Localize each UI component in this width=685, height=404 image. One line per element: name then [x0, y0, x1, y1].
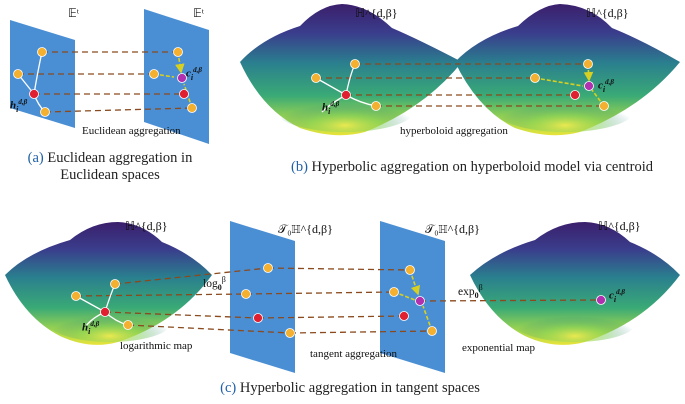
neighbor-node	[187, 103, 197, 113]
node-label-h: hid,β	[322, 100, 340, 116]
neighbor-node	[13, 69, 23, 79]
neighbor-node	[40, 107, 50, 117]
center-node	[399, 311, 409, 321]
stage-label-log: logarithmic map	[120, 340, 193, 352]
centroid-label-c: cid,β	[598, 78, 614, 94]
tangent-plane-2	[380, 221, 445, 373]
correspondence-lines	[75, 267, 602, 334]
space-label-c1: ℍ^{d,β}	[125, 219, 168, 233]
centroid-node	[584, 81, 594, 91]
neighbor-node	[37, 47, 47, 57]
process-label-a: Euclidean aggregation	[82, 125, 181, 137]
panel-a	[10, 9, 209, 144]
node-label-h: hid,β	[82, 320, 100, 336]
caption-a: (a) Euclidean aggregation in Euclidean s…	[27, 150, 193, 183]
neighbor-node	[149, 69, 159, 79]
correspondence-lines	[18, 51, 193, 113]
caption-c: (c) Hyperbolic aggregation in tangent sp…	[220, 380, 480, 396]
centroid-node	[596, 295, 606, 305]
stage-label-exp: exponential map	[462, 342, 536, 354]
panel-c	[5, 221, 680, 373]
space-label-euclidean-left: 𝔼ᵗ	[68, 6, 80, 20]
center-node	[179, 89, 189, 99]
neighbor-node	[241, 289, 251, 299]
center-node	[29, 89, 39, 99]
log-map-label: log0β	[203, 275, 226, 293]
tangent-plane-1	[230, 221, 295, 373]
space-label-c4: ℍ^{d,β}	[598, 219, 641, 233]
neighbor-node	[371, 101, 381, 111]
stage-label-tangent: tangent aggregation	[310, 348, 398, 360]
centroid-label-c: cid,β	[609, 288, 625, 304]
center-node	[341, 90, 351, 100]
space-label-euclidean-right: 𝔼ᵗ	[193, 6, 205, 20]
center-node	[253, 313, 263, 323]
neighbor-node	[530, 73, 540, 83]
correspondence-lines	[316, 63, 604, 107]
space-label-hyperboloid-left: ℍ^{d,β}	[355, 6, 398, 20]
space-label-c3: 𝒯₀ℍ^{d,β}	[425, 222, 480, 236]
neighbor-node	[123, 320, 133, 330]
panel-b	[240, 4, 680, 136]
neighbor-node	[389, 287, 399, 297]
surface-highlight	[495, 88, 635, 132]
space-label-hyperboloid-right: ℍ^{d,β}	[586, 6, 629, 20]
centroid-label-c: cid,β	[186, 66, 202, 82]
surface-highlight	[513, 302, 637, 342]
neighbor-node	[71, 291, 81, 301]
neighbor-node	[427, 326, 437, 336]
neighbor-node	[110, 279, 120, 289]
neighbor-node	[405, 265, 415, 275]
space-label-c2: 𝒯₀ℍ^{d,β}	[278, 222, 333, 236]
exp-map-label: exp0β	[458, 283, 483, 301]
center-node	[100, 307, 110, 317]
neighbor-node	[311, 73, 321, 83]
node-label-h: hid,β	[10, 98, 28, 114]
neighbor-node	[285, 328, 295, 338]
surface-highlight	[48, 302, 172, 342]
center-node	[570, 90, 580, 100]
neighbor-node	[350, 59, 360, 69]
neighbor-node	[583, 59, 593, 69]
centroid-node	[177, 73, 187, 83]
centroid-node	[415, 296, 425, 306]
caption-b: (b) Hyperbolic aggregation on hyperboloi…	[290, 159, 653, 175]
surface-highlight	[275, 88, 415, 132]
neighbor-node	[599, 101, 609, 111]
neighbor-node	[173, 47, 183, 57]
process-label-b: hyperboloid aggregation	[400, 125, 508, 137]
neighbor-node	[263, 263, 273, 273]
